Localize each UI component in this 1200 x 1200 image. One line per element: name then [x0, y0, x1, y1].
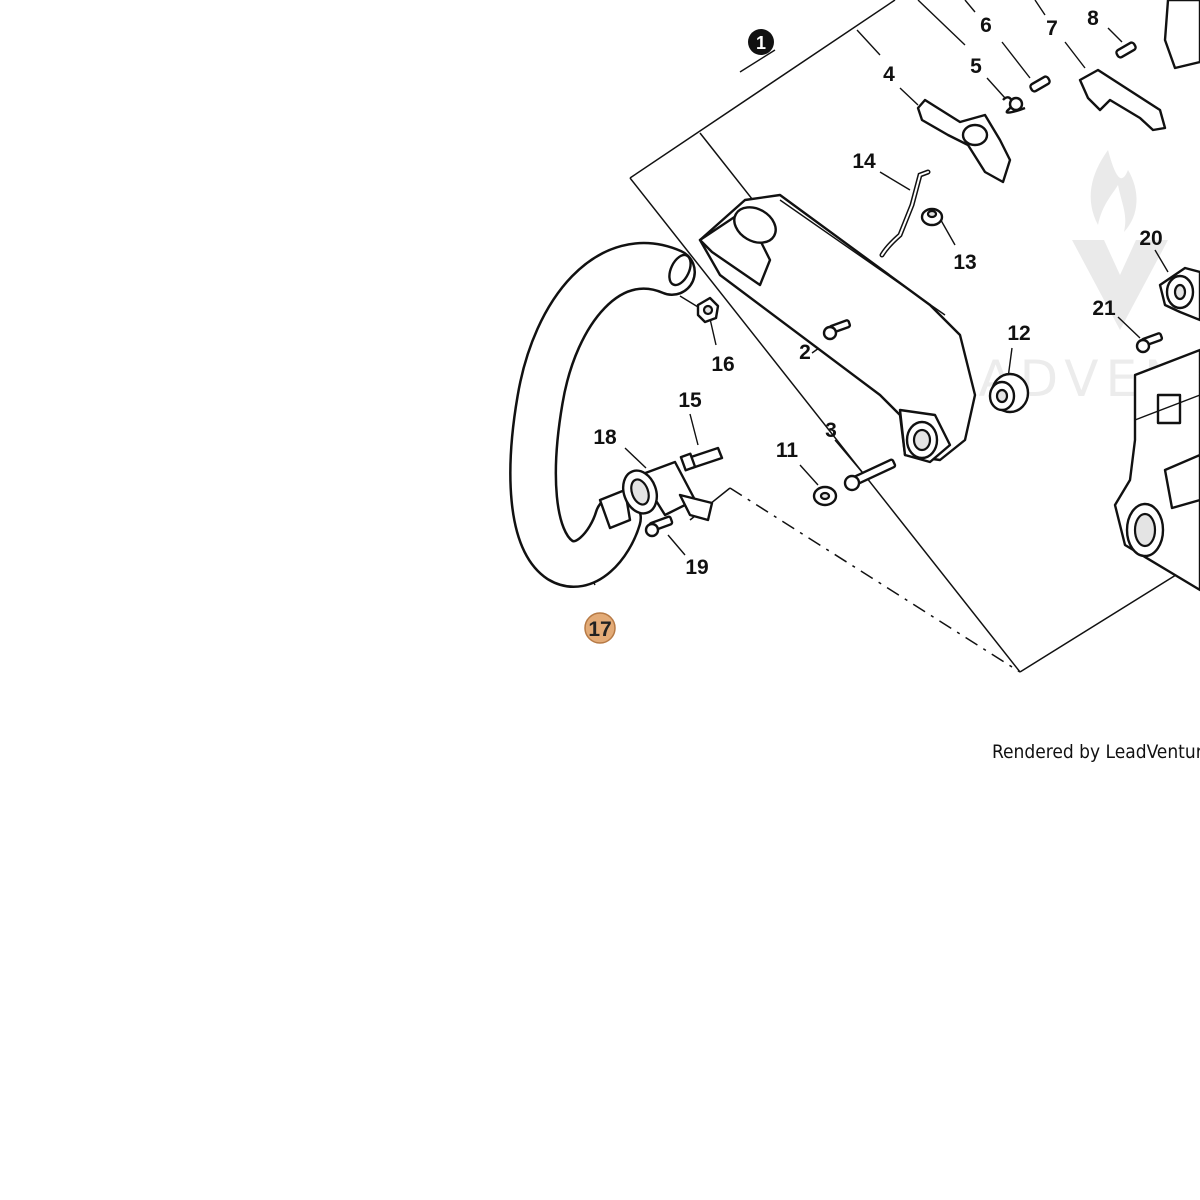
lever-part-4[interactable]	[916, 98, 1012, 184]
callout-11[interactable]: 11	[776, 439, 799, 462]
callout-4[interactable]: 4	[883, 63, 895, 86]
assembly-bracket	[629, 0, 1200, 673]
bushing-part-12[interactable]	[988, 372, 1030, 414]
spring-part-5[interactable]	[1002, 96, 1026, 114]
callout-1[interactable]: 1	[748, 29, 774, 55]
callout-17-highlight-badge	[584, 612, 616, 644]
callout-5[interactable]: 5	[970, 55, 982, 78]
callout-21[interactable]: 21	[1092, 297, 1116, 320]
callout-2[interactable]: 2	[799, 341, 811, 364]
screw-part-2[interactable]	[822, 319, 852, 341]
callout-1-label: 1	[756, 33, 766, 53]
callout-13[interactable]: 13	[953, 251, 976, 274]
watermark-flame-icon	[1072, 150, 1168, 330]
callout-14[interactable]: 14	[852, 150, 876, 173]
engine-housing	[1113, 348, 1200, 592]
screw-part-21[interactable]	[1135, 332, 1164, 354]
screw-part-19[interactable]	[644, 515, 674, 538]
nut-part-16[interactable]	[696, 296, 720, 324]
lever-part-7[interactable]	[1078, 68, 1167, 132]
pin-part-8[interactable]	[1115, 41, 1137, 59]
stud-part-15[interactable]	[679, 446, 724, 472]
washer-part-11[interactable]	[812, 485, 838, 507]
leader-lines	[579, 0, 1169, 586]
callout-15[interactable]: 15	[678, 389, 702, 412]
grommet-part-13[interactable]	[920, 207, 944, 227]
callout-17: 17	[588, 618, 611, 641]
bearing-part-20[interactable]	[1158, 266, 1200, 322]
callout-12[interactable]: 12	[1007, 322, 1030, 345]
callout-16[interactable]: 16	[711, 353, 734, 376]
handlebar-part-17[interactable]	[509, 242, 696, 588]
top-right-partial	[1163, 0, 1200, 70]
sleeve-part-18[interactable]	[617, 460, 714, 522]
bolt-part-3[interactable]	[843, 458, 897, 492]
rod-part-14[interactable]	[879, 169, 931, 258]
callout-6[interactable]: 6	[980, 14, 992, 37]
callouts: 1 2 3 4 5 6 7 8 11 12 13 14 15 16 17 18 …	[584, 7, 1163, 644]
callout-18[interactable]: 18	[593, 426, 617, 449]
render-credit: Rendered by LeadVentures	[992, 741, 1200, 763]
callout-20[interactable]: 20	[1139, 227, 1162, 250]
callout-17-highlighted[interactable]: 17	[584, 612, 616, 644]
callout-8[interactable]: 8	[1087, 7, 1099, 30]
callout-7[interactable]: 7	[1046, 17, 1058, 40]
callout-3[interactable]: 3	[825, 419, 837, 442]
callout-19[interactable]: 19	[685, 556, 708, 579]
pin-part-6[interactable]	[1029, 75, 1051, 93]
